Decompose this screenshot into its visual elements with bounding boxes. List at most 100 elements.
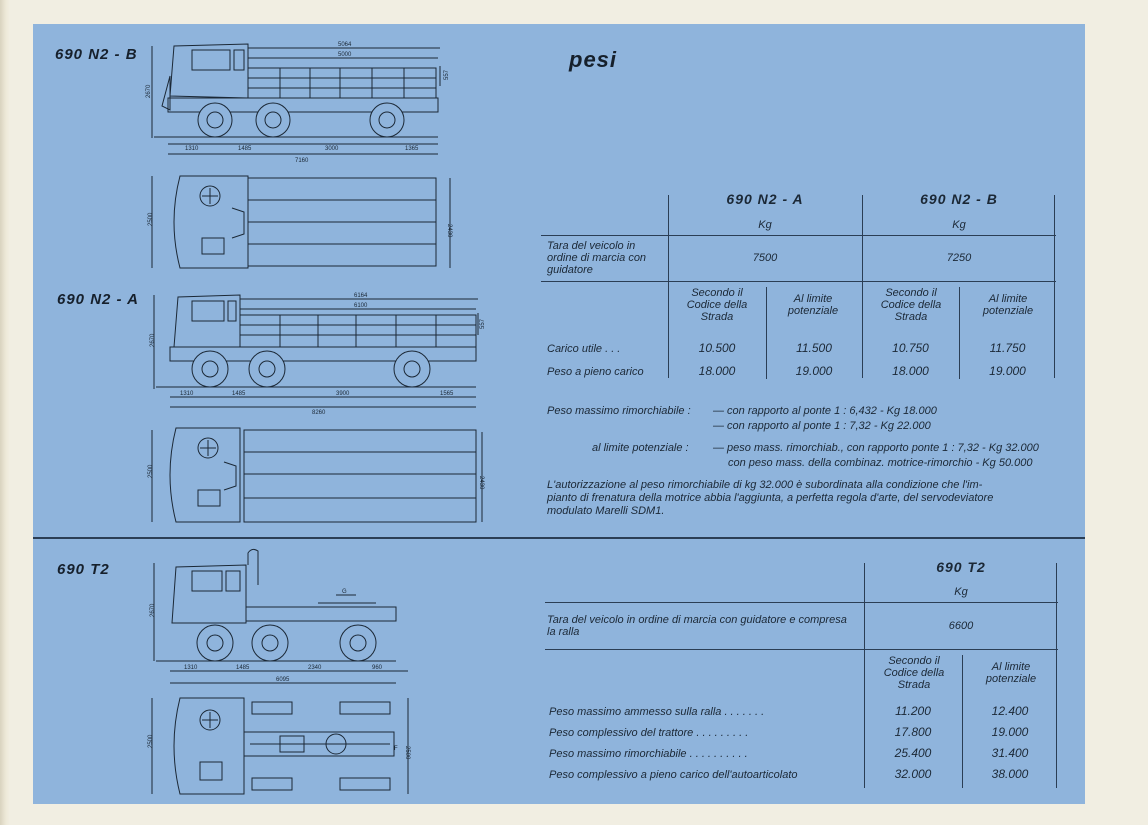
- n2a-side-drawing: 6164 6100 2670 557 1310 1485 3900 1565 8…: [150, 293, 486, 416]
- dim-text: 1310: [185, 146, 199, 152]
- table-cell: 32.000: [894, 767, 932, 781]
- sub-header-codice: Secondo il Codice della Strada: [686, 287, 748, 323]
- col-header-n2b: 690 N2 - B: [920, 191, 998, 207]
- col-header-t2: 690 T2: [936, 559, 986, 575]
- rule-v: [668, 195, 669, 378]
- unit-kg: Kg: [952, 219, 966, 231]
- label-690-n2-a: 690 N2 - A: [57, 291, 139, 308]
- dim-text: 2500: [404, 746, 410, 760]
- n2a-top-drawing: 2500 2430: [148, 427, 484, 523]
- row-label-tara: Tara del veicolo in ordine di marcia con…: [547, 240, 647, 276]
- dim-text: 5064: [338, 42, 352, 48]
- table-cell: 10.500: [698, 341, 736, 355]
- note-peso-label: Peso massimo rimorchiabile :: [547, 405, 691, 417]
- unit-kg: Kg: [954, 586, 968, 598]
- dim-text: 1310: [184, 665, 198, 671]
- table-cell: 31.400: [991, 746, 1029, 760]
- rule-v: [962, 655, 963, 788]
- rule-h: [545, 649, 1058, 650]
- dim-text: 2670: [150, 333, 156, 347]
- table-cell: 19.000: [991, 725, 1029, 739]
- rule-v: [862, 195, 863, 378]
- dim-text: 2500: [148, 212, 154, 226]
- label-690-n2-b: 690 N2 - B: [55, 46, 138, 63]
- dim-text: G: [342, 589, 347, 595]
- dim-text: 3000: [325, 146, 339, 152]
- note-paragraph: pianto di frenatura della motrice abbia …: [547, 492, 994, 504]
- dim-text: 1365: [405, 146, 419, 152]
- dim-text: F: [394, 746, 398, 752]
- cell-tara-b: 7250: [946, 252, 972, 264]
- note-line: — con rapporto al ponte 1 : 7,32 - Kg 22…: [713, 420, 931, 432]
- rule-h: [541, 281, 1056, 282]
- rule-h: [545, 602, 1058, 603]
- dim-text: 3900: [336, 391, 350, 397]
- note-paragraph: L'autorizzazione al peso rimorchiabile d…: [547, 479, 983, 491]
- sub-header-codice: Secondo il Codice della Strada: [883, 655, 945, 691]
- dim-text: 6100: [354, 303, 368, 309]
- sub-header-limite: Al limite potenziale: [787, 293, 839, 317]
- section-divider: [33, 537, 1085, 539]
- dim-text: 2340: [308, 665, 322, 671]
- note-line: con peso mass. della combinaz. motrice-r…: [728, 457, 1033, 469]
- note-paragraph: modulato Marelli SDM1.: [547, 505, 665, 517]
- table-cell: 17.800: [894, 725, 932, 739]
- row-label: Peso complessivo del trattore . . . . . …: [549, 727, 749, 739]
- table-cell: 10.750: [892, 341, 929, 355]
- rule-v: [766, 287, 767, 379]
- row-label: Peso a pieno carico: [547, 366, 644, 378]
- page-spine: [0, 0, 10, 825]
- note-limite-label: al limite potenziale :: [592, 442, 689, 454]
- dim-text: 1310: [180, 391, 194, 397]
- table-cell: 38.000: [991, 767, 1029, 781]
- table-cell: 11.750: [989, 341, 1026, 355]
- dim-text: 8260: [312, 410, 326, 416]
- dim-text: 1485: [236, 665, 250, 671]
- cell-tara-a: 7500: [752, 252, 778, 264]
- label-690-t2: 690 T2: [57, 561, 110, 578]
- dim-text: 1565: [440, 391, 454, 397]
- dim-text: 557: [480, 318, 486, 329]
- note-line: — peso mass. rimorchiab., con rapporto p…: [713, 442, 1039, 454]
- table-cell: 12.400: [991, 704, 1029, 718]
- dim-text: 557: [444, 69, 450, 80]
- dim-text: 1485: [232, 391, 246, 397]
- dim-text: 6095: [276, 677, 290, 683]
- row-label: Peso massimo ammesso sulla ralla . . . .…: [549, 706, 765, 718]
- note-line: — con rapporto al ponte 1 : 6,432 - Kg 1…: [713, 405, 937, 417]
- col-header-n2a: 690 N2 - A: [726, 191, 804, 207]
- dim-text: 7160: [295, 158, 309, 164]
- n2b-top-drawing: 2500 2430: [148, 175, 452, 269]
- dim-text: 2430: [446, 224, 452, 238]
- dim-text: 2500: [148, 464, 154, 478]
- row-label: Peso massimo rimorchiabile . . . . . . .…: [549, 748, 748, 760]
- rule-v: [1056, 563, 1057, 788]
- sub-header-codice: Secondo il Codice della Strada: [880, 287, 942, 323]
- page-title: pesi: [569, 47, 618, 72]
- table-cell: 11.200: [895, 704, 931, 718]
- dim-text: 960: [372, 665, 383, 671]
- table-cell: 11.500: [796, 341, 832, 355]
- dim-text: 2670: [146, 84, 152, 98]
- unit-kg: Kg: [758, 219, 772, 231]
- dim-text: 1485: [238, 146, 252, 152]
- rule-h: [541, 235, 1056, 236]
- dim-text: 2430: [478, 476, 484, 490]
- sub-header-limite: Al limite potenziale: [982, 293, 1034, 317]
- table-cell: 18.000: [892, 364, 929, 378]
- sub-header-limite: Al limite potenziale: [985, 661, 1037, 685]
- rule-v: [959, 287, 960, 379]
- row-label-tara: Tara del veicolo in ordine di marcia con…: [547, 614, 847, 638]
- n2b-side-drawing: 5064 5000 2670 557 1310 1485 3000 1365 7…: [146, 42, 450, 164]
- row-label: Peso complessivo a pieno carico dell'aut…: [549, 769, 798, 781]
- table-cell: 18.000: [698, 364, 736, 378]
- dim-text: 2500: [148, 734, 154, 748]
- row-label: Carico utile . . .: [547, 343, 621, 355]
- cell-tara: 6600: [948, 620, 974, 632]
- rule-v: [1054, 195, 1055, 378]
- t2-side-drawing: 2670 G 1310 1485 2340 960 6095: [150, 548, 408, 684]
- dim-text: 6164: [354, 293, 368, 299]
- dim-text: 2670: [150, 603, 156, 617]
- t2-top-drawing: 2500 2500 F: [148, 697, 410, 795]
- table-cell: 19.000: [795, 364, 833, 378]
